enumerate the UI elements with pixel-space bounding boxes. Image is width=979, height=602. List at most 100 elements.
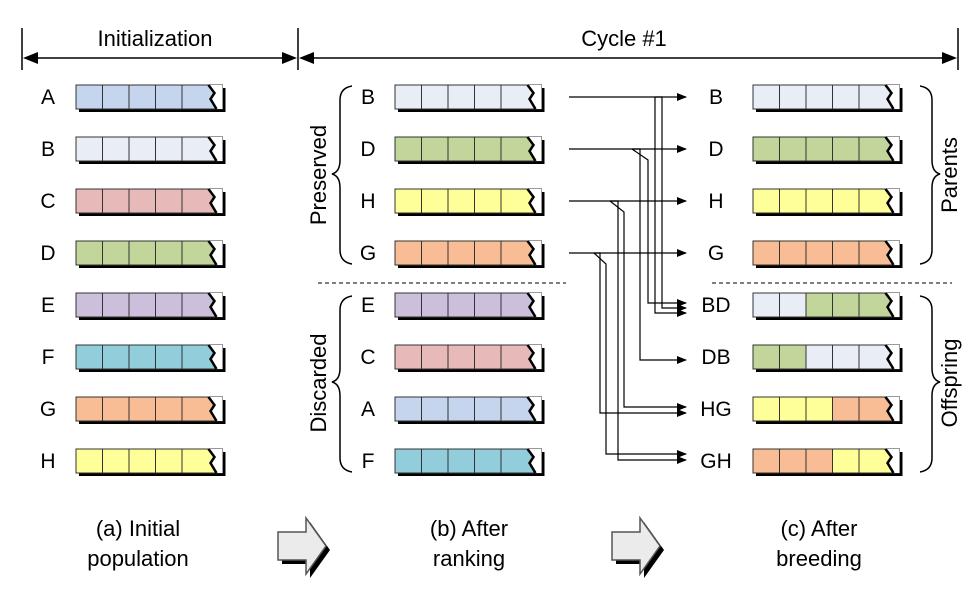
gene-cell: [752, 240, 780, 266]
chromosome-offspring-db: [752, 344, 903, 372]
gene-cell: [805, 344, 833, 370]
gene-cell: [832, 396, 860, 422]
gene-cell: [447, 84, 475, 110]
offspring-row-label: GH: [700, 450, 732, 473]
gene-cell: [128, 136, 156, 162]
gene-cell: [805, 448, 833, 474]
caption-a-line2: population: [87, 546, 189, 571]
gene-cell: [447, 240, 475, 266]
gene-cell: [155, 344, 183, 370]
gene-cell: [128, 448, 156, 474]
chromosome-parent-b: [752, 84, 903, 112]
gene-cell: [75, 448, 103, 474]
gene-cell: [752, 448, 780, 474]
preserved-brace: [331, 85, 353, 265]
gene-cell: [779, 240, 807, 266]
offspring-row-label: DB: [701, 346, 730, 369]
initial-row-label: D: [40, 242, 55, 265]
parents-label: Parents: [937, 137, 962, 213]
gene-cell: [805, 84, 833, 110]
arrow-b-to-bd: [655, 96, 687, 312]
connector-lines: [569, 93, 687, 464]
discarded-brace: [331, 295, 353, 473]
parent-row-label: B: [709, 86, 723, 109]
gene-cell: [832, 136, 860, 162]
parent-row-label: D: [708, 138, 723, 161]
arrow-g-to-gh: [593, 252, 687, 458]
arrow-h-to-hg: [609, 200, 687, 411]
chromosome-offspring-bd: [752, 292, 903, 320]
gene-cell: [447, 344, 475, 370]
chromosome-initial-d: [75, 240, 226, 268]
gene-cell: [752, 84, 780, 110]
gene-cell: [421, 84, 449, 110]
chromosome-offspring-hg: [752, 396, 903, 424]
gene-cell: [102, 84, 130, 110]
preserved-label: Preserved: [306, 125, 331, 225]
gene-cell: [128, 396, 156, 422]
parent-row-label: H: [708, 190, 723, 213]
caption-c-line1: (c) After: [780, 516, 857, 541]
chromosome-initial-g: [75, 396, 226, 424]
arrow-b-to-db-start: [654, 97, 687, 317]
chromosome-ranked-h: [394, 188, 545, 216]
gene-cell: [752, 292, 780, 318]
caption-c-line2: breeding: [776, 546, 862, 571]
gene-cell: [155, 396, 183, 422]
chromosome-ranked-g: [394, 240, 545, 268]
gene-cell: [805, 292, 833, 318]
gene-cell: [779, 344, 807, 370]
gene-cell: [447, 188, 475, 214]
gene-cell: [75, 344, 103, 370]
arrow-g-to-hg: [594, 252, 687, 417]
gene-cell: [102, 292, 130, 318]
gene-cell: [102, 344, 130, 370]
gene-cell: [394, 84, 422, 110]
initial-row-label: E: [41, 294, 55, 317]
gene-cell: [421, 136, 449, 162]
gene-cell: [102, 396, 130, 422]
offspring-label: Offspring: [937, 339, 962, 428]
initial-row-label: F: [42, 346, 55, 369]
cycle-label: Cycle #1: [581, 26, 667, 51]
ranked-row-label: A: [361, 398, 375, 421]
gene-cell: [75, 240, 103, 266]
gene-cell: [155, 136, 183, 162]
initial-row-label: G: [40, 398, 56, 421]
gene-cell: [752, 136, 780, 162]
offspring-row-label: BD: [701, 294, 730, 317]
gene-cell: [421, 396, 449, 422]
gene-cell: [128, 84, 156, 110]
gene-cell: [447, 396, 475, 422]
gene-cell: [155, 188, 183, 214]
gene-cell: [128, 240, 156, 266]
ranked-row-label: B: [361, 86, 375, 109]
gene-cell: [75, 84, 103, 110]
gene-cell: [832, 240, 860, 266]
gene-cell: [779, 448, 807, 474]
chromosome-parent-h: [752, 188, 903, 216]
chromosome-ranked-d: [394, 136, 545, 164]
gene-cell: [75, 292, 103, 318]
gene-cell: [447, 448, 475, 474]
gene-cell: [421, 240, 449, 266]
gene-cell: [394, 188, 422, 214]
gene-cell: [394, 396, 422, 422]
gene-cell: [447, 136, 475, 162]
chromosome-ranked-b: [394, 84, 545, 112]
ranked-row-label: D: [360, 138, 375, 161]
gene-cell: [75, 396, 103, 422]
gene-cell: [75, 136, 103, 162]
gene-cell: [805, 136, 833, 162]
initial-row-label: C: [40, 190, 55, 213]
gene-cell: [832, 84, 860, 110]
ranked-row-label: G: [360, 242, 376, 265]
ranked-row-label: C: [360, 346, 375, 369]
gene-cell: [394, 136, 422, 162]
gene-cell: [394, 448, 422, 474]
initial-row-label: A: [41, 86, 55, 109]
gene-cell: [155, 448, 183, 474]
chromosome-layer: [75, 84, 903, 476]
gene-cell: [128, 292, 156, 318]
